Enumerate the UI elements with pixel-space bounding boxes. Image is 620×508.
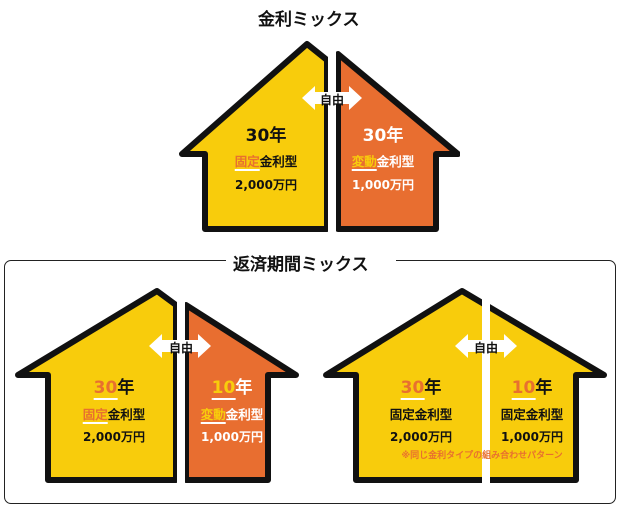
- right-years: 10年: [511, 378, 553, 400]
- house-term-mix-a: 自由 30年 固定金利型 2,000万円 10年 変動金利型 1,000万円: [14, 287, 300, 483]
- left-amount: 2,000万円: [390, 430, 452, 444]
- section-title-rate-mix: 金利ミックス: [258, 10, 360, 30]
- house-term-mix-b: 自由 30年 固定金利型 2,000万円 10年 固定金利型 1,000万円 ※…: [322, 287, 608, 483]
- right-years: 10年: [211, 378, 253, 400]
- left-type: 固定金利型: [82, 407, 146, 424]
- left-type: 固定金利型: [389, 407, 453, 422]
- left-years: 30年: [245, 126, 287, 146]
- left-amount: 2,000万円: [235, 178, 297, 192]
- right-years: 30年: [362, 126, 404, 146]
- same-type-note: ※同じ金利タイプの組み合わせパターン: [401, 451, 563, 461]
- house-rate-mix: 自由 30年 固定金利型 2,000万円 30年 変動金利型 1,000万円: [178, 36, 460, 232]
- left-type: 固定金利型: [234, 154, 298, 171]
- house-shape-icon: [15, 287, 299, 483]
- right-type: 変動金利型: [351, 154, 415, 171]
- right-amount: 1,000万円: [352, 178, 414, 192]
- left-amount: 2,000万円: [83, 430, 145, 444]
- right-amount: 1,000万円: [201, 430, 263, 444]
- left-years: 30年: [400, 378, 442, 400]
- section-title-term-mix: 返済期間ミックス: [233, 255, 369, 275]
- left-years: 30年: [93, 378, 135, 400]
- title-gap: [226, 250, 396, 270]
- right-type: 固定金利型: [500, 407, 564, 422]
- free-label: 自由: [319, 93, 345, 107]
- free-label: 自由: [168, 341, 194, 355]
- right-type: 変動金利型: [200, 407, 264, 424]
- house-shape-icon: [323, 287, 607, 483]
- free-label: 自由: [473, 341, 499, 355]
- house-shape-icon: [179, 36, 460, 232]
- right-amount: 1,000万円: [501, 430, 563, 444]
